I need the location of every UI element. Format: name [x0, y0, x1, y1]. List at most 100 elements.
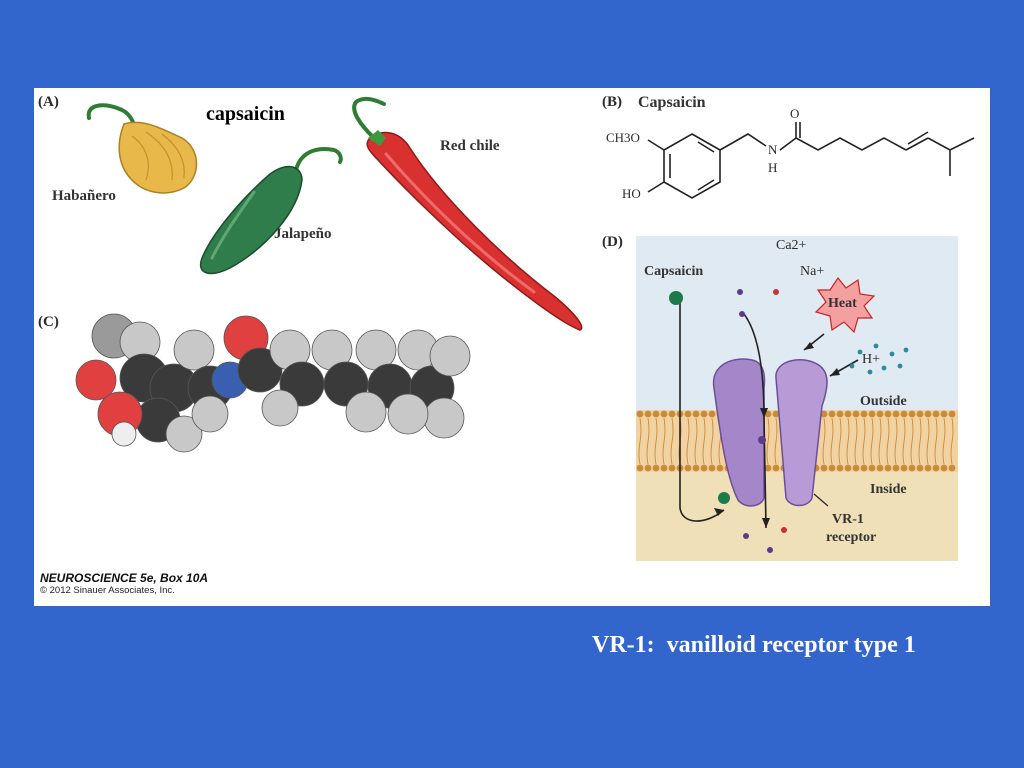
- molecule-atom: [237, 347, 283, 393]
- molecule-atom: [429, 335, 471, 377]
- lipid-head: [932, 410, 940, 418]
- lipid-tail: [878, 417, 882, 465]
- panel-a-letter: (A): [38, 94, 59, 110]
- lipid-tail: [854, 417, 858, 465]
- lipid-tail: [910, 417, 914, 465]
- lipid-head: [652, 410, 660, 418]
- molecule-atom: [345, 391, 387, 433]
- lipid-tail: [886, 417, 890, 465]
- capsaicin-structure-diagram: [647, 122, 975, 199]
- jalapeno-pepper-icon: [199, 147, 343, 275]
- molecule-atom: [111, 421, 137, 447]
- lipid-tail: [710, 417, 714, 465]
- lipid-tail: [830, 417, 834, 465]
- lipid-tail: [934, 417, 938, 465]
- proton-label: H+: [862, 352, 881, 367]
- lipid-tail: [846, 417, 850, 465]
- lipid-head: [684, 464, 692, 472]
- panel-d-letter: (D): [602, 234, 623, 250]
- figure-graphics: [75, 96, 975, 561]
- habanero-label: Habañero: [52, 188, 116, 204]
- lipid-head: [892, 410, 900, 418]
- lipid-tail: [942, 417, 946, 465]
- jalapeno-label: Jalapeño: [274, 226, 332, 242]
- lipid-tail: [822, 417, 826, 465]
- lipid-head: [868, 410, 876, 418]
- lipid-tail: [766, 417, 770, 465]
- lipid-tail: [774, 417, 778, 465]
- lipid-tail: [670, 417, 674, 465]
- lipid-head: [876, 464, 884, 472]
- lipid-head: [908, 410, 916, 418]
- lipid-head: [868, 464, 876, 472]
- lipid-head: [820, 464, 828, 472]
- lipid-head: [876, 410, 884, 418]
- lipid-head: [692, 410, 700, 418]
- panel-c-letter: (C): [38, 314, 59, 330]
- lipid-head: [940, 464, 948, 472]
- lipid-head: [900, 410, 908, 418]
- lipid-head: [636, 410, 644, 418]
- lipid-head: [924, 464, 932, 472]
- capsaicin-molecule-label: Capsaicin: [644, 264, 704, 279]
- panel-b-name: Capsaicin: [638, 94, 706, 111]
- lipid-head: [844, 410, 852, 418]
- lipid-head: [820, 410, 828, 418]
- lipid-head: [948, 410, 956, 418]
- nitrogen-atom-label: N: [768, 142, 778, 157]
- habanero-pepper-icon: [86, 103, 198, 194]
- credit-book: NEUROSCIENCE 5e, Box 10A: [40, 571, 209, 585]
- lipid-head: [668, 410, 676, 418]
- lipid-head: [652, 464, 660, 472]
- capsaicin-space-filling-model: [75, 313, 471, 453]
- lipid-tail: [694, 417, 698, 465]
- receptor-label-line2: receptor: [826, 530, 877, 545]
- outside-label: Outside: [860, 394, 907, 409]
- lipid-head: [884, 464, 892, 472]
- lipid-tail: [926, 417, 930, 465]
- lipid-tail: [686, 417, 690, 465]
- lipid-tail: [838, 417, 842, 465]
- lipid-head: [828, 464, 836, 472]
- lipid-head: [828, 410, 836, 418]
- credit-copyright: © 2012 Sinauer Associates, Inc.: [40, 585, 175, 596]
- lipid-head: [700, 410, 708, 418]
- lipid-head: [716, 464, 724, 472]
- molecule-atom: [423, 397, 465, 439]
- lipid-head: [852, 464, 860, 472]
- molecule-atom: [387, 393, 429, 435]
- receptor-label-line1: VR-1: [832, 512, 864, 527]
- lipid-head: [708, 410, 716, 418]
- lipid-tail: [950, 417, 954, 465]
- lipid-head: [948, 464, 956, 472]
- lipid-tail: [654, 417, 658, 465]
- lipid-head: [660, 464, 668, 472]
- lipid-head: [764, 464, 772, 472]
- oxygen-atom-label: O: [790, 106, 800, 121]
- hydroxyl-group-label: HO: [622, 186, 641, 201]
- lipid-head: [772, 464, 780, 472]
- vr1-receptor-diagram: [636, 236, 958, 561]
- slide-caption: VR-1: vanilloid receptor type 1: [592, 632, 916, 658]
- lipid-tail: [662, 417, 666, 465]
- lipid-tail: [862, 417, 866, 465]
- inside-label: Inside: [870, 482, 907, 497]
- lipid-head: [836, 410, 844, 418]
- lipid-head: [924, 410, 932, 418]
- lipid-head: [684, 410, 692, 418]
- lipid-tail: [870, 417, 874, 465]
- molecule-atom: [191, 395, 229, 433]
- lipid-tail: [902, 417, 906, 465]
- lipid-tail: [918, 417, 922, 465]
- lipid-head: [908, 464, 916, 472]
- lipid-head: [916, 464, 924, 472]
- panel-b-letter: (B): [602, 94, 622, 110]
- lipid-head: [700, 464, 708, 472]
- sodium-ion-label: Na+: [800, 264, 825, 279]
- lipid-head: [940, 410, 948, 418]
- lipid-head: [836, 464, 844, 472]
- lipid-head: [708, 464, 716, 472]
- methoxy-group-label: CH3O: [606, 130, 640, 145]
- calcium-ion-label: Ca2+: [776, 238, 807, 253]
- molecule-atom: [165, 415, 203, 453]
